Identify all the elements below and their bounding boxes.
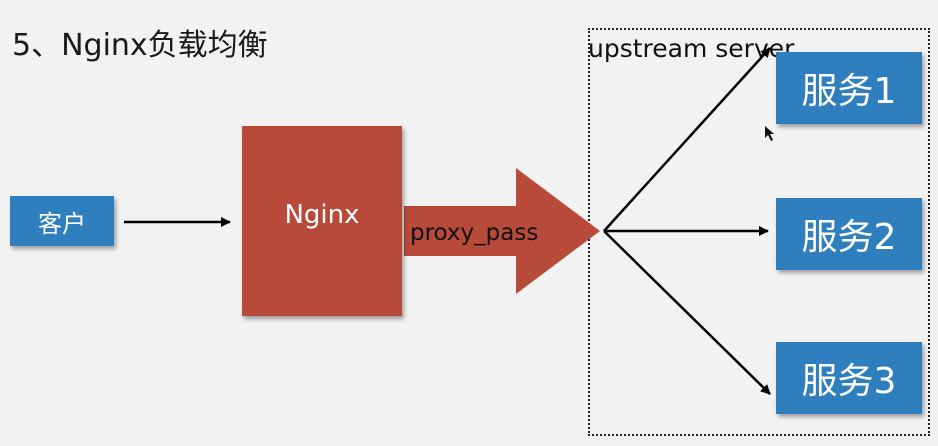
proxy-pass-arrow [404, 168, 600, 294]
page-title: 5、Nginx负载均衡 [12, 28, 268, 63]
service-label: 服务2 [801, 217, 897, 258]
nginx-box: Nginx [242, 126, 402, 316]
fanout-arrow-service-3 [603, 230, 771, 395]
service-box-3: 服务3 [776, 342, 922, 414]
service-box-2: 服务2 [776, 198, 922, 270]
service-label: 服务1 [801, 71, 897, 112]
client-label: 客户 [38, 209, 86, 238]
nginx-label: Nginx [284, 200, 360, 230]
proxy-pass-label: proxy_pass [410, 220, 539, 246]
service-label: 服务3 [801, 361, 897, 402]
fanout-arrow-service-1 [603, 47, 771, 232]
service-box-1: 服务1 [776, 52, 922, 124]
mouse-cursor-icon [765, 126, 774, 141]
client-box: 客户 [10, 196, 114, 246]
